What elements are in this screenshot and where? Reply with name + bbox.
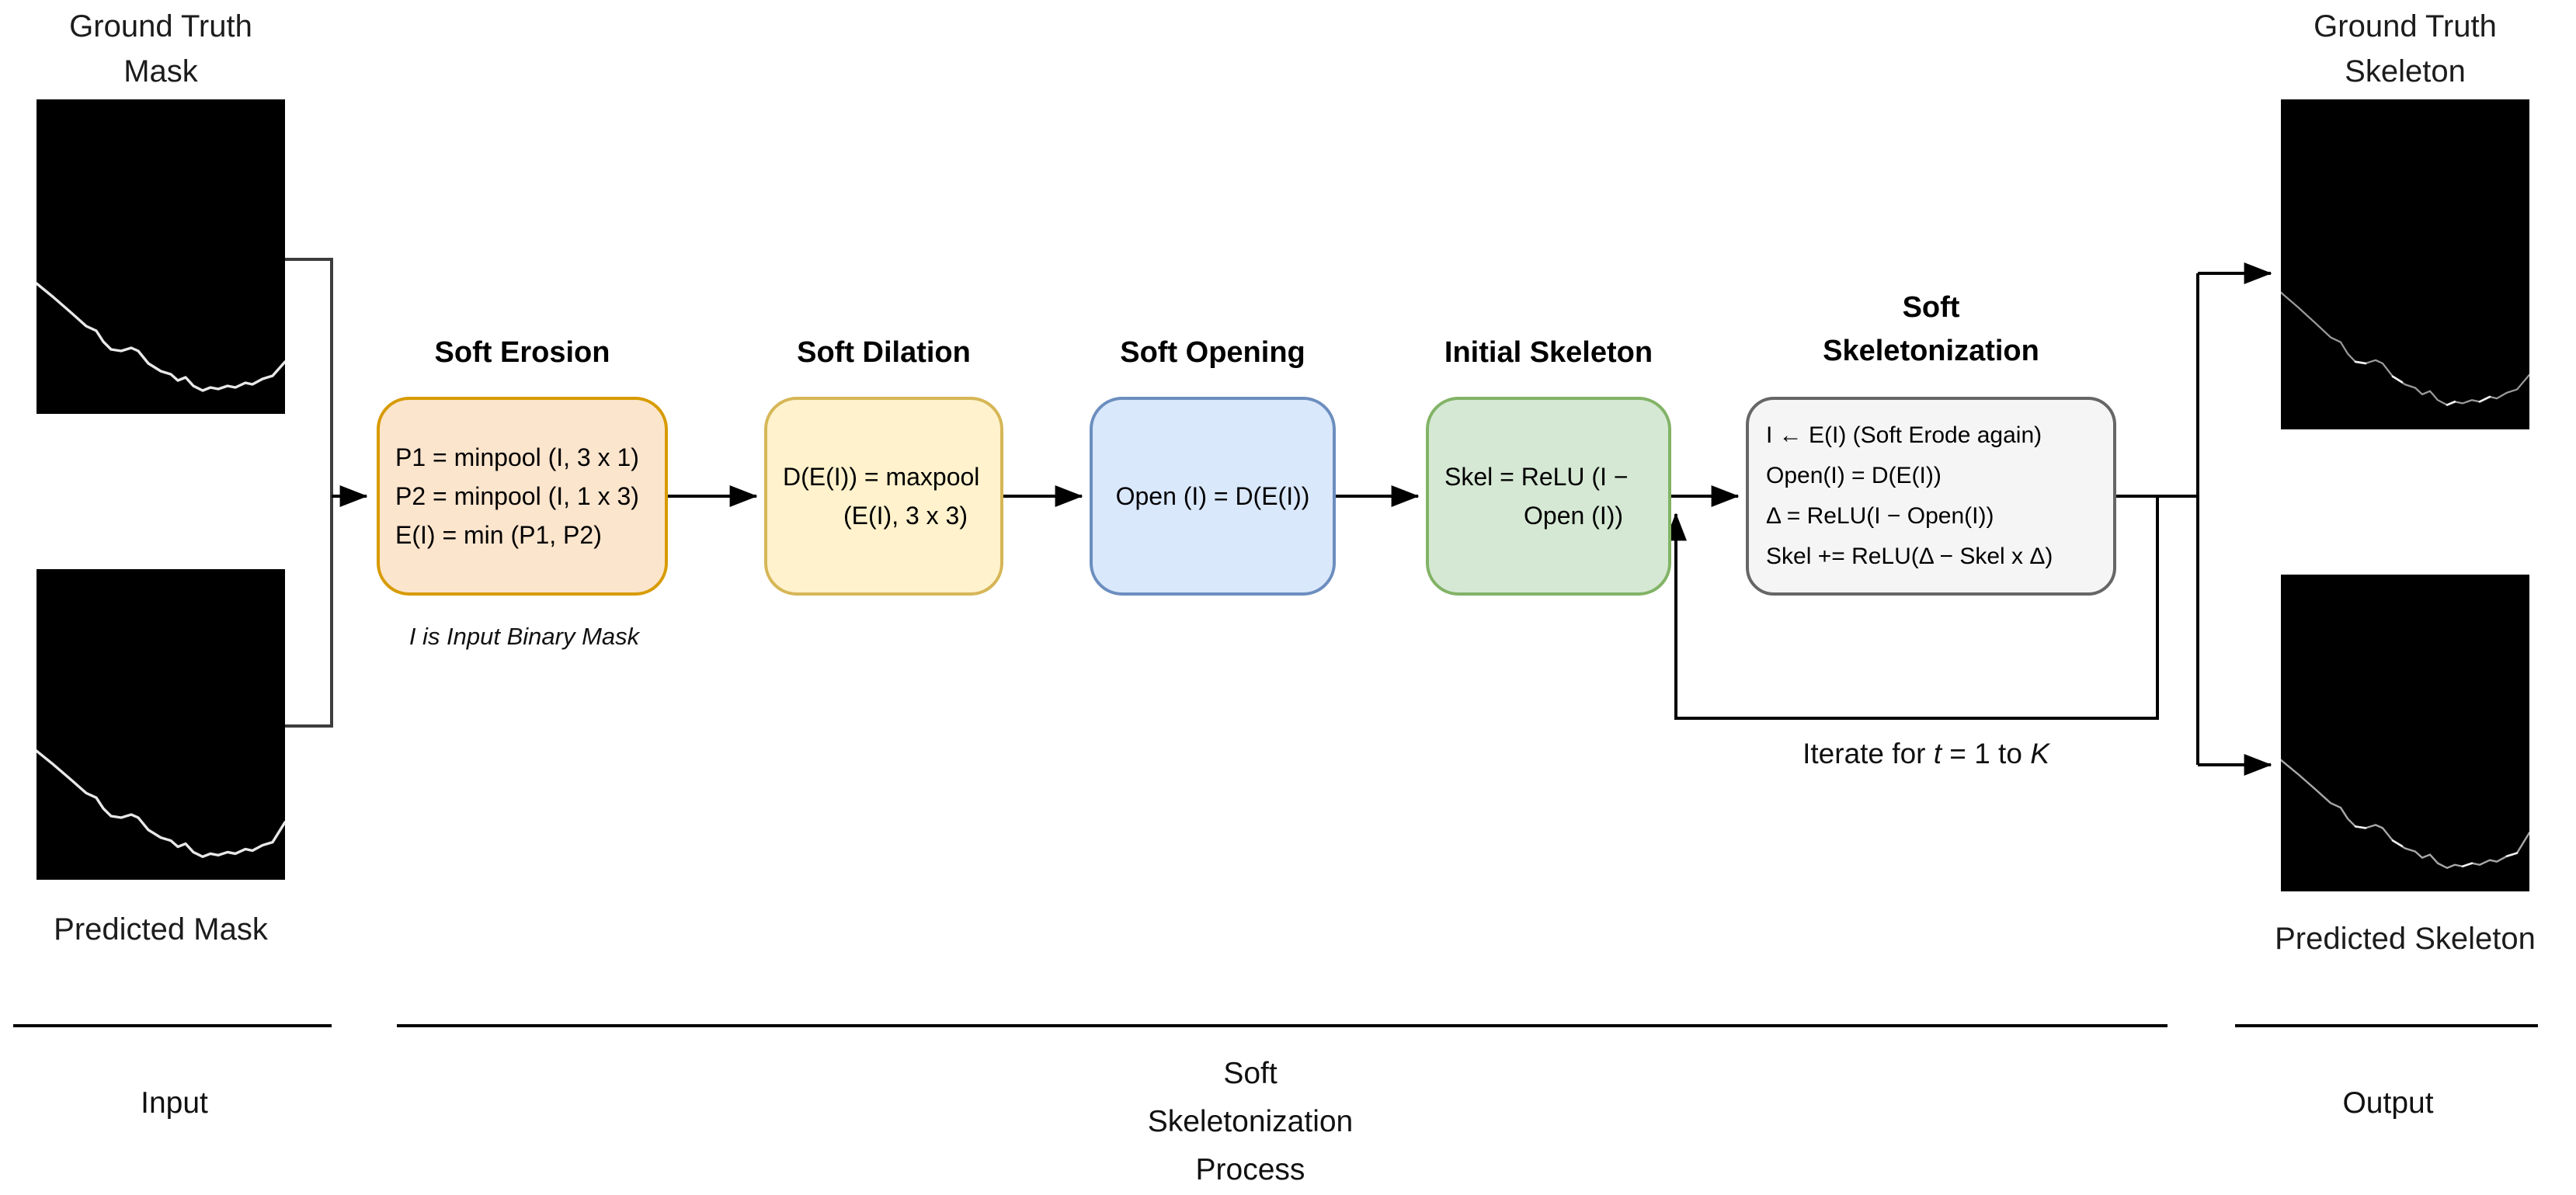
iterate-var-t: t — [1933, 738, 1942, 769]
input-label: Input — [141, 1086, 208, 1120]
label-line: Process — [1195, 1153, 1305, 1186]
formula-line: (E(I), 3 x 3) — [843, 502, 968, 530]
input-divider — [13, 1024, 332, 1027]
label-line: Soft — [1223, 1057, 1278, 1090]
input-bracket — [285, 258, 333, 728]
formula-line: Open (I) = D(E(I)) — [1115, 482, 1310, 510]
dilation-box-title: Soft Dilation — [797, 336, 971, 369]
process-divider — [397, 1024, 2168, 1027]
ground-truth-mask-image — [37, 99, 285, 414]
title-line: Soft — [1902, 291, 1960, 324]
initial-skeleton-box: Skel = ReLU (I − Open (I)) — [1426, 397, 1671, 596]
iterate-var-k: K — [2030, 738, 2049, 769]
process-label: Soft Skeletonization Process — [1087, 1050, 1413, 1194]
iterate-text: = 1 to — [1942, 738, 2031, 769]
formula-line: D(E(I)) = maxpool — [783, 463, 980, 491]
erosion-note: I is Input Binary Mask — [408, 623, 640, 650]
label-line: Predicted Mask — [54, 912, 268, 947]
erosion-box-title: Soft Erosion — [434, 336, 610, 369]
predicted-mask-label: Predicted Mask — [21, 907, 301, 952]
ground-truth-skeleton-image — [2281, 99, 2529, 429]
label-line: Predicted Skeleton — [2275, 922, 2536, 956]
formula-line: I ← E(I) (Soft Erode again) — [1766, 422, 2042, 448]
label-line: Ground Truth — [69, 9, 252, 43]
output-divider — [2235, 1024, 2538, 1027]
formula-line: Δ = ReLU(I − Open(I)) — [1766, 503, 1994, 529]
dilation-box: D(E(I)) = maxpool (E(I), 3 x 3) — [764, 397, 1003, 596]
label-line: Skeletonization — [1147, 1105, 1354, 1138]
formula-line: E(I) = min (P1, P2) — [395, 521, 602, 549]
iterate-label: Iterate for t = 1 to K — [1763, 738, 2089, 770]
mask-curve-graphic — [37, 282, 285, 392]
formula-line: Open(I) = D(E(I)) — [1766, 463, 1942, 488]
output-label: Output — [2342, 1086, 2434, 1120]
predicted-skeleton-label: Predicted Skeleton — [2265, 916, 2545, 961]
opening-box-title: Soft Opening — [1120, 336, 1305, 369]
erosion-box: P1 = minpool (I, 3 x 1) P2 = minpool (I,… — [377, 397, 668, 596]
formula-line: P1 = minpool (I, 3 x 1) — [395, 443, 639, 471]
ground-truth-mask-label: Ground Truth Mask — [21, 4, 301, 94]
label-line: Skeleton — [2345, 54, 2466, 89]
predicted-skeleton-image — [2281, 575, 2529, 891]
ground-truth-skeleton-label: Ground Truth Skeleton — [2265, 4, 2545, 94]
skeleton-curve-graphic — [2281, 291, 2529, 406]
soft-skeletonization-box-title: Soft Skeletonization — [1746, 286, 2116, 373]
title-line: Skeletonization — [1823, 335, 2039, 367]
label-line: Mask — [123, 54, 198, 89]
formula-line: Open (I)) — [1524, 502, 1624, 530]
soft-skeletonization-box: I ← E(I) (Soft Erode again) Open(I) = D(… — [1746, 397, 2116, 596]
formula-line: P2 = minpool (I, 1 x 3) — [395, 482, 639, 510]
iterate-text: Iterate for — [1803, 738, 1934, 769]
opening-box: Open (I) = D(E(I)) — [1090, 397, 1336, 596]
mask-curve-graphic — [37, 749, 285, 859]
label-line: Ground Truth — [2314, 9, 2497, 43]
skeleton-curve-graphic — [2281, 759, 2529, 869]
predicted-mask-image — [37, 569, 285, 880]
initial-skeleton-box-title: Initial Skeleton — [1444, 336, 1653, 369]
formula-line: Skel = ReLU (I − — [1444, 463, 1629, 491]
formula-line: Skel += ReLU(Δ − Skel x Δ) — [1766, 544, 2053, 569]
